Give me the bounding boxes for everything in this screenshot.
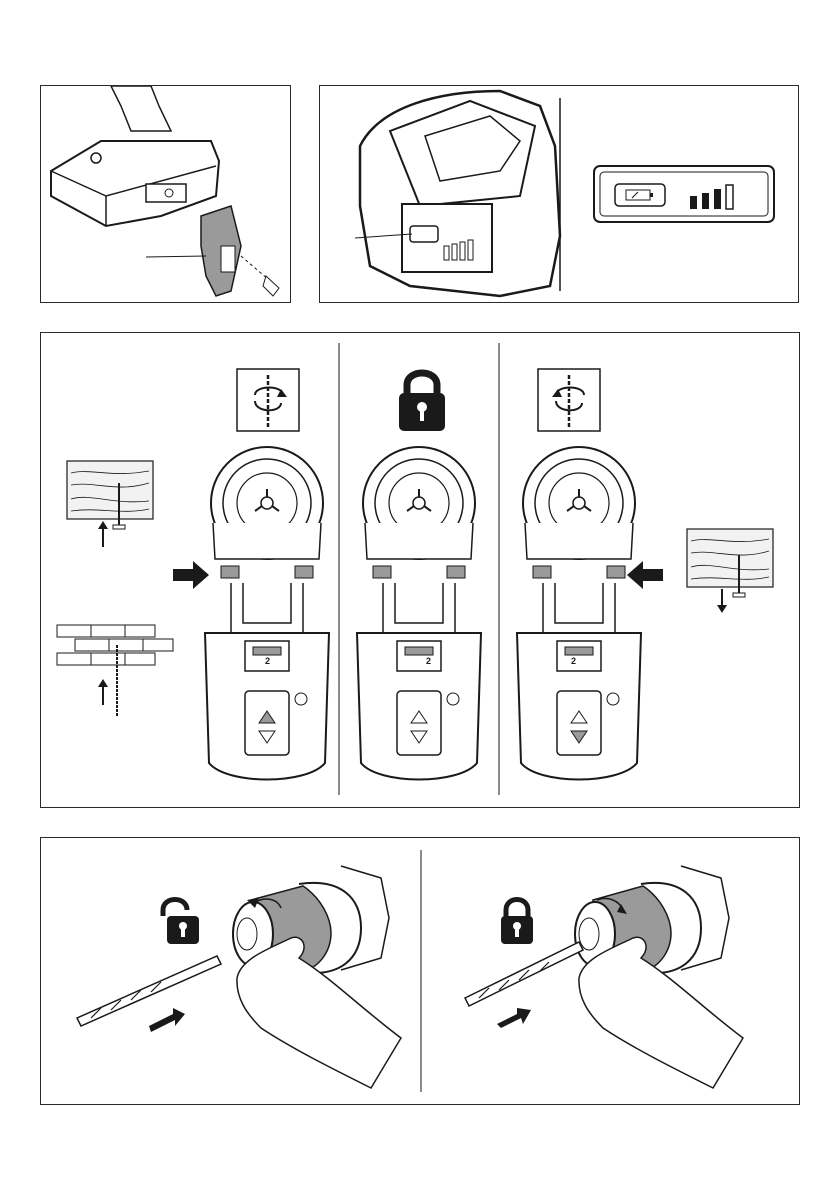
figure-battery-indicator <box>319 85 799 303</box>
battery-indicator-illustration <box>320 86 798 302</box>
padlock-closed-icon <box>399 373 445 431</box>
figure-belt-clip <box>40 85 291 303</box>
figure-chuck <box>40 837 800 1105</box>
padlock-closed-icon <box>501 900 533 945</box>
trigger-label-left: 2 <box>265 656 270 666</box>
rotate-clockwise-icon <box>237 369 299 431</box>
padlock-open-icon <box>163 900 199 945</box>
rotate-counterclockwise-icon <box>538 369 600 431</box>
push-arrow-left <box>173 561 209 589</box>
figure-direction-selector: 2 2 2 <box>40 332 800 808</box>
direction-selector-illustration <box>41 333 799 807</box>
wood-screw-in-icon <box>67 461 153 547</box>
masonry-drill-icon <box>57 625 173 717</box>
drill-top-view-reverse <box>517 447 641 780</box>
belt-clip-illustration <box>41 86 290 302</box>
chuck-left <box>77 866 401 1088</box>
chuck-right <box>465 866 743 1088</box>
push-arrow-right <box>627 561 663 589</box>
trigger-label-middle: 2 <box>426 656 431 666</box>
drill-top-view-forward <box>205 447 329 780</box>
chuck-illustration <box>41 838 799 1104</box>
drill-top-view-lock <box>357 447 481 780</box>
wood-screw-out-icon <box>687 529 773 613</box>
trigger-label-right: 2 <box>571 656 576 666</box>
